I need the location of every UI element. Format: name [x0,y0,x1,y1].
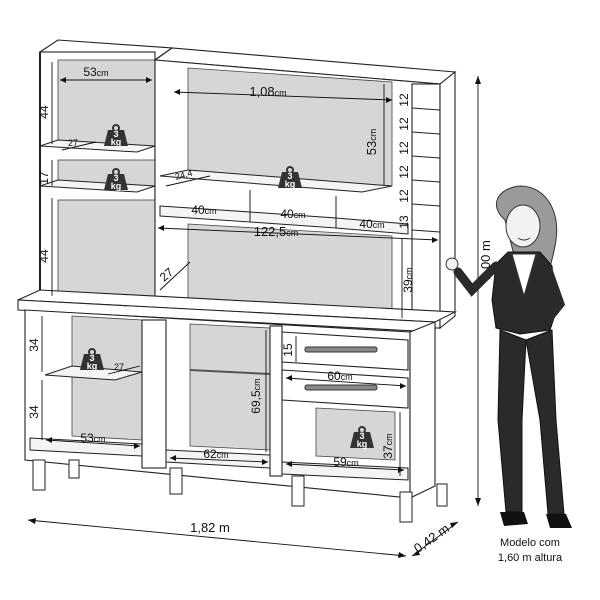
lower-divider-2 [269,325,283,477]
svg-text:12: 12 [397,189,411,203]
dimension-lower-left-top-height: 34 [27,316,43,372]
svg-text:53cm: 53cm [364,129,379,155]
dimension-side-shelves: 12 12 12 12 12 13 [397,93,411,229]
svg-text:kg: kg [111,181,122,191]
svg-text:3: 3 [359,431,364,441]
dimension-lower-left-width: 53cm [45,431,141,449]
dimension-upper-left-top-height: 44 [37,62,53,144]
upper-left-back-top [57,59,156,147]
svg-text:40cm: 40cm [359,217,384,231]
svg-text:kg: kg [285,179,296,189]
svg-text:kg: kg [357,439,368,449]
lower-right-floor [281,461,409,481]
upper-left-back-low [57,199,156,301]
svg-text:3: 3 [89,353,94,363]
model-figure [445,185,572,528]
svg-text:3: 3 [287,171,292,181]
dimension-upper-left-depth: 27 [61,138,97,151]
svg-text:122,5cm: 122,5cm [254,224,299,239]
upper-left-cabinet [38,39,174,301]
svg-text:60cm: 60cm [327,369,352,383]
svg-text:1,08cm: 1,08cm [249,84,286,99]
upper-right-cabinet [153,47,457,330]
hanging-rail [189,369,271,375]
svg-text:kg: kg [111,137,122,147]
svg-text:53cm: 53cm [83,65,108,79]
drawer-1-handle[interactable] [304,346,378,353]
caption-line-1: Modelo com [500,537,560,549]
svg-text:27: 27 [114,362,124,372]
dimension-total-height: 2,00 m [475,76,493,506]
svg-text:12: 12 [397,141,411,155]
dimension-lower-mid-height: 69,5cm [249,330,267,452]
upper-right-back-top [187,67,393,187]
weight-icon: 3 kg [104,168,128,191]
svg-text:12: 12 [397,93,411,107]
dimension-lower-right-width: 59cm [285,455,405,473]
svg-text:34: 34 [27,405,41,419]
svg-text:15: 15 [281,343,295,357]
svg-text:40cm: 40cm [280,207,305,221]
svg-text:37cm: 37cm [381,433,395,458]
side-shelves [411,107,441,233]
caption-line-2: 1,60 m altura [498,552,563,564]
svg-text:34: 34 [27,338,41,352]
svg-text:12: 12 [397,165,411,179]
lower-cabinet [24,309,436,499]
svg-text:53cm: 53cm [80,431,105,445]
svg-text:44: 44 [37,249,51,263]
lower-side [409,321,436,499]
svg-text:kg: kg [87,361,98,371]
svg-text:27: 27 [68,138,78,148]
dimension-lower-left-bottom-height: 34 [27,380,43,440]
weight-icon: 3 kg [104,124,128,147]
dimension-upper-left-width: 53cm [60,65,152,83]
dimension-total-width: 1,82 m [27,518,407,558]
weight-icon: 3 kg [350,426,374,449]
svg-text:62cm: 62cm [203,447,228,461]
lower-divider-1 [141,319,167,469]
dimension-lower-mid-width: 62cm [169,447,269,465]
svg-text:13: 13 [397,215,411,229]
svg-text:39cm: 39cm [401,267,415,292]
weight-icon: 3 kg [80,348,104,371]
svg-text:17: 17 [37,171,51,185]
svg-text:44: 44 [37,105,51,119]
upper-right-side [439,70,456,330]
drawer-2-handle[interactable] [304,384,378,391]
dimension-upper-right-height: 53cm [364,84,385,186]
svg-text:12: 12 [397,117,411,131]
svg-text:59cm: 59cm [333,455,358,469]
dimension-lower-right-height: 37cm [381,412,401,476]
dimension-upper-right-lower-height: 39cm [401,238,415,318]
svg-text:0,42 m: 0,42 m [411,521,452,556]
dimension-lower-left-depth: 27 [107,362,141,375]
svg-text:40cm: 40cm [191,203,216,217]
dimension-upper-right-width: 1,08cm [173,84,393,103]
svg-text:3: 3 [113,173,118,183]
dimension-niche-depth: 24,4 [165,168,211,187]
dimension-niche-widths: 40cm 40cm 40cm [191,203,384,231]
dimension-drawer-width: 60cm [285,369,407,389]
svg-text:1,82 m: 1,82 m [190,520,230,535]
dimension-upper-left-lower-height: 44 [37,198,53,296]
dimension-total-depth: 0,42 m [411,521,459,557]
weight-icon: 3 kg [278,166,302,189]
legs [32,459,448,523]
dimension-drawer-height: 15 [281,336,297,362]
svg-text:24,4: 24,4 [174,168,194,182]
svg-text:69,5cm: 69,5cm [249,378,263,413]
dimension-upper-total-width: 122,5cm [157,224,439,243]
svg-text:3: 3 [113,129,118,139]
dimension-upper-left-mid-height: 17 [37,160,53,186]
